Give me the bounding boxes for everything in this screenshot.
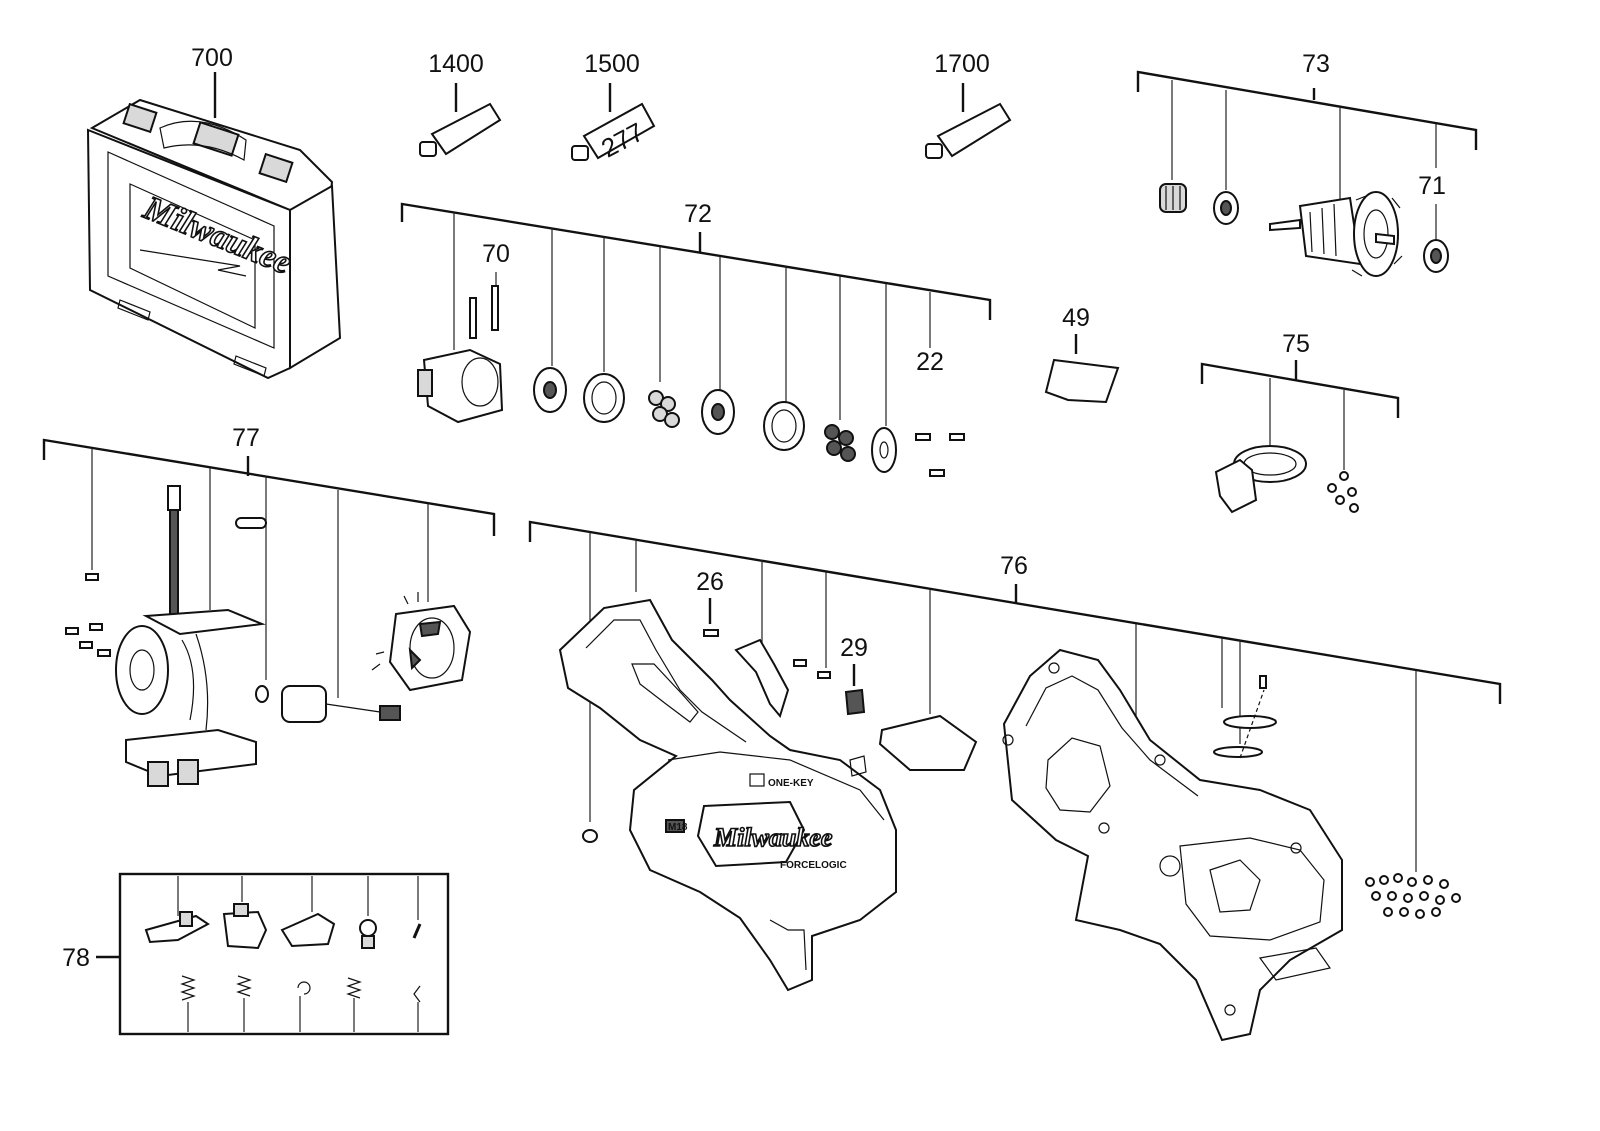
- switch-lock-icon[interactable]: [359, 919, 377, 949]
- callout-22: 22: [916, 348, 944, 376]
- gearbox-kit-bracket: [400, 202, 992, 426]
- planet-gears-icon[interactable]: [648, 390, 680, 428]
- stator-field-icon[interactable]: [371, 592, 472, 692]
- callout-75: 75: [1282, 330, 1310, 358]
- callout-700: 700: [191, 44, 233, 72]
- electronics-kit-bracket: [42, 438, 496, 698]
- callout-49: 49: [1062, 304, 1090, 332]
- carrier-plate-icon[interactable]: [533, 367, 567, 413]
- pinion-gear-icon[interactable]: [1159, 183, 1187, 213]
- callout-73: 73: [1302, 50, 1330, 78]
- washer-icon[interactable]: [255, 685, 269, 703]
- gear-housing-icon[interactable]: [417, 348, 504, 424]
- callout-77: 77: [232, 424, 260, 452]
- tool-housing-icon[interactable]: M18 ONE-KEY Milwaukee FORCELOGIC: [558, 598, 897, 992]
- planet-gears-icon[interactable]: [824, 424, 856, 462]
- callout-1500: 1500: [584, 50, 640, 78]
- trigger-kit-box: [118, 872, 450, 1036]
- lock-button-icon[interactable]: [222, 903, 268, 950]
- grease-tube-icon[interactable]: [925, 83, 1012, 159]
- callout-76: 76: [1000, 552, 1028, 580]
- callout-70: 70: [482, 240, 510, 268]
- pin-icon[interactable]: [412, 923, 422, 939]
- battery-cover-icon[interactable]: [878, 714, 978, 771]
- bearing-icon[interactable]: [1213, 191, 1239, 225]
- callout-1400: 1400: [428, 50, 484, 78]
- spring-icon[interactable]: [180, 975, 421, 1003]
- motor-icon[interactable]: [281, 685, 401, 723]
- onekey-label: ONE-KEY: [768, 778, 814, 789]
- forward-reverse-lever-icon[interactable]: [144, 911, 210, 944]
- screw-icon[interactable]: [582, 629, 831, 843]
- armature-kit-bracket: [1136, 70, 1478, 240]
- screw-icon[interactable]: [1365, 873, 1461, 919]
- model-badge: M18: [668, 822, 688, 833]
- callout-78: 78: [62, 944, 90, 972]
- callout-1700: 1700: [934, 50, 990, 78]
- screw-icon[interactable]: [1327, 471, 1359, 513]
- carrying-case-icon[interactable]: Milwaukee: [86, 72, 342, 380]
- callout-29: 29: [840, 634, 868, 662]
- long-screw-icon[interactable]: [469, 272, 499, 339]
- callout-72: 72: [684, 200, 712, 228]
- switch-actuator-icon[interactable]: [734, 638, 790, 719]
- housing-brand-logo: Milwaukee: [713, 823, 832, 852]
- switch-icon[interactable]: [844, 688, 866, 716]
- hook-kit-bracket: [1200, 360, 1400, 470]
- ring-gear-icon[interactable]: [583, 373, 625, 423]
- carrier-plate-icon[interactable]: [701, 389, 735, 435]
- washer-icon[interactable]: [871, 427, 897, 473]
- grease-tube-icon[interactable]: 277: [571, 83, 656, 163]
- screw-icon[interactable]: [915, 433, 965, 477]
- forcelogic-label: FORCELOGIC: [780, 860, 847, 871]
- label-plate-icon[interactable]: [1044, 358, 1120, 404]
- control-pcb-icon[interactable]: [115, 485, 266, 787]
- trigger-kit-leaders: [177, 876, 419, 1032]
- led-lens-icon[interactable]: [235, 517, 267, 529]
- bearing-icon[interactable]: [1423, 239, 1449, 273]
- grease-tube-icon[interactable]: [419, 83, 502, 157]
- ring-gear-icon[interactable]: [763, 401, 805, 451]
- callout-71: 71: [1418, 172, 1446, 200]
- screw-icon[interactable]: [65, 573, 111, 657]
- callout-26: 26: [696, 568, 724, 596]
- tool-housing-icon[interactable]: [1002, 648, 1343, 1042]
- armature-icon[interactable]: [1269, 191, 1403, 277]
- lens-window-icon[interactable]: [1213, 675, 1277, 759]
- belt-hook-icon[interactable]: [1214, 445, 1307, 514]
- trigger-icon[interactable]: [280, 912, 336, 948]
